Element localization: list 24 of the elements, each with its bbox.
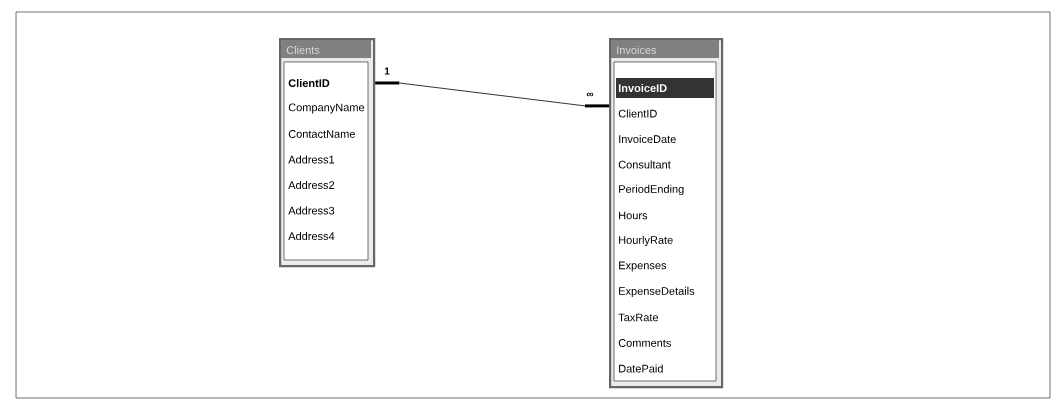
relationship-line	[374, 81, 610, 108]
field-name: ClientID	[618, 109, 657, 118]
field-name: ExpenseDetails	[619, 286, 695, 298]
field-name: Expenses	[619, 261, 667, 272]
key-field: ClientID	[288, 78, 330, 88]
field-name: PeriodEnding	[619, 184, 684, 196]
field-name: Hours	[619, 211, 648, 220]
cardinality-label: ∞	[586, 92, 594, 97]
field-name: TaxRate	[618, 313, 659, 322]
field-name: DatePaid	[619, 364, 663, 373]
field-name: ContactName	[288, 130, 355, 138]
table-title: Invoices	[617, 45, 657, 55]
field-name: Address3	[288, 206, 335, 215]
field-name: Comments	[618, 339, 671, 347]
field-name: CompanyName	[288, 103, 365, 114]
field-name: Address1	[288, 155, 335, 164]
selected-field: InvoiceID	[616, 78, 714, 98]
table-title: Clients	[286, 45, 320, 55]
field-name: InvoiceDate	[619, 134, 676, 144]
cardinality-label: 1	[384, 67, 390, 75]
field-name: HourlyRate	[619, 235, 673, 247]
field-name: Address2	[288, 180, 335, 190]
field-name: Address4	[288, 231, 335, 241]
field-name: Consultant	[618, 160, 671, 169]
